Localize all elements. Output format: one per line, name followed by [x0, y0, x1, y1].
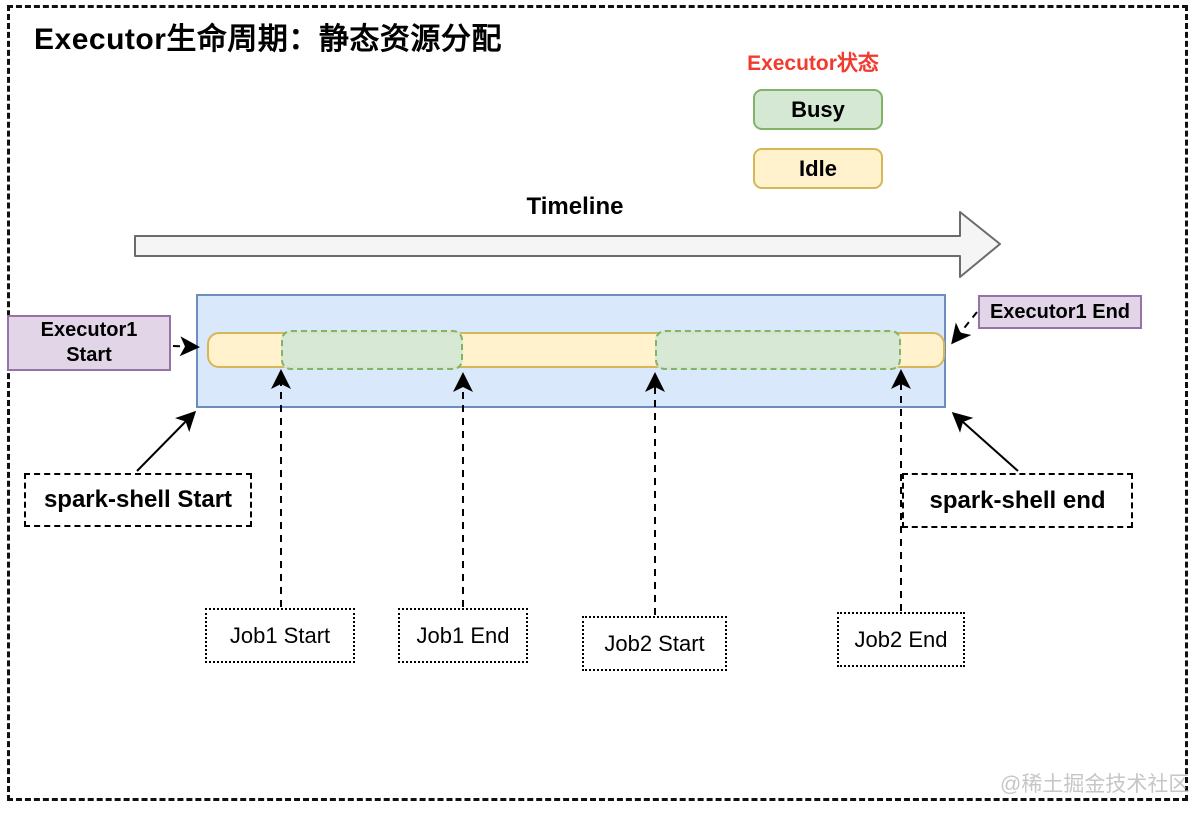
busy-segment-job1: [281, 330, 463, 370]
spark-shell-end-label: spark-shell end: [929, 486, 1106, 514]
legend-busy-label: Busy: [791, 96, 845, 122]
executor1-start-box: Executor1 Start: [7, 315, 171, 371]
executor1-start-label-line1: Executor1: [40, 319, 138, 341]
legend-busy-swatch: Busy: [753, 89, 883, 130]
spark-shell-start-label: spark-shell Start: [43, 486, 233, 513]
watermark: @稀土掘金技术社区: [1000, 773, 1190, 796]
job2-end-label: Job2 End: [854, 626, 948, 652]
executor1-start-label-line2: Start: [66, 344, 112, 366]
job2-end-box: Job2 End: [837, 612, 965, 667]
busy-segment-job2: [655, 330, 901, 370]
page-dashed-border: [7, 5, 1188, 801]
job1-start-label: Job1 Start: [229, 622, 331, 648]
job2-start-label: Job2 Start: [604, 630, 705, 656]
legend-idle-label: Idle: [799, 155, 837, 181]
job1-start-box: Job1 Start: [205, 608, 355, 663]
timeline-label: Timeline: [526, 193, 624, 220]
job2-start-box: Job2 Start: [582, 616, 727, 671]
job1-end-box: Job1 End: [398, 608, 528, 663]
page-title: Executor生命周期：静态资源分配: [34, 23, 502, 56]
legend-idle-swatch: Idle: [753, 148, 883, 189]
legend-title: Executor状态: [747, 52, 879, 75]
spark-shell-end-box: spark-shell end: [902, 473, 1133, 528]
executor1-end-box: Executor1 End: [978, 295, 1142, 329]
executor1-end-label: Executor1 End: [989, 300, 1131, 323]
spark-shell-start-box: spark-shell Start: [24, 473, 252, 527]
job1-end-label: Job1 End: [416, 622, 510, 648]
